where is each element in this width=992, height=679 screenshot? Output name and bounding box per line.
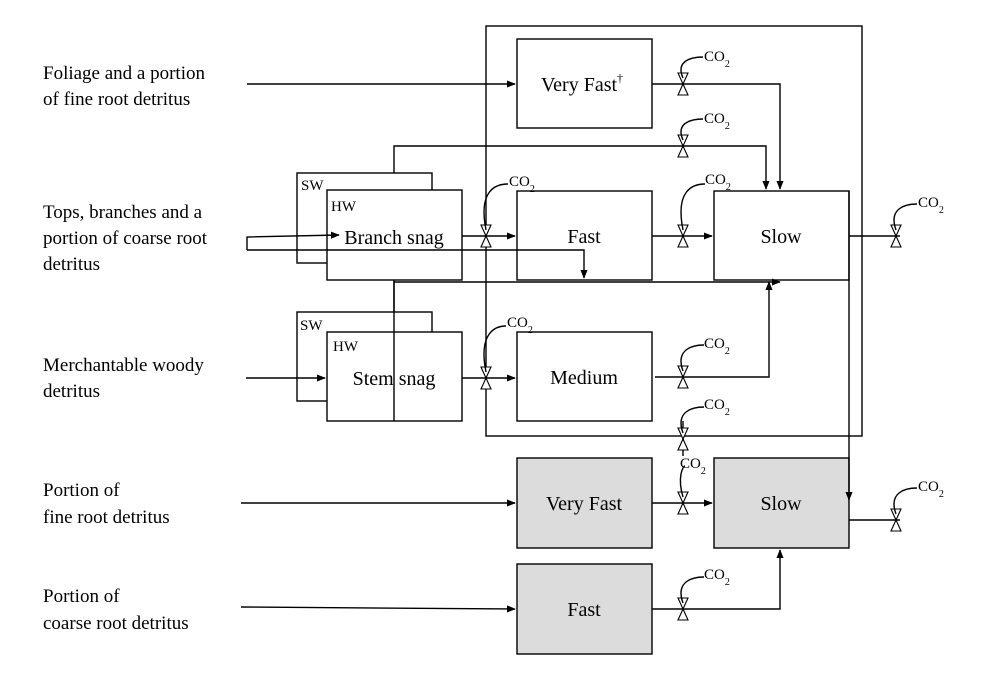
medium-box: [516, 331, 653, 422]
branch-snag-label: Branch snag: [344, 227, 443, 249]
svg-text:CO2: CO2: [704, 111, 730, 132]
branch-snag-hw-box: [326, 189, 463, 281]
arrow-fast-bg-to-slow-bg: [652, 549, 784, 610]
co2-release-slow-bg: CO2: [890, 479, 944, 532]
arrow-tops-to-fast: [247, 249, 588, 279]
fast-bg-label: Fast: [567, 599, 601, 621]
input-label-foliage: Foliage and a portion of fine root detri…: [43, 63, 210, 110]
svg-text:CO2: CO2: [509, 174, 535, 195]
stem-snag-sw-label: SW: [300, 318, 323, 334]
input-label-merchantable: Merchantable woody detritus: [43, 355, 209, 402]
input-label-tops-branches: Tops, branches and a portion of coarse r…: [43, 202, 212, 275]
slow-ag-label: Slow: [760, 226, 802, 248]
arrow-very-fast-to-slow: [652, 83, 784, 190]
svg-text:CO2: CO2: [918, 195, 944, 216]
arrow-stem-snag-to-slow: [393, 278, 781, 312]
co2-release-container-base: CO2: [677, 397, 730, 451]
fast-bg-box: [516, 563, 653, 655]
medium-label: Medium: [550, 367, 618, 389]
fast-ag-label: Fast: [567, 226, 601, 248]
stem-snag-hw-label: HW: [333, 339, 359, 355]
very-fast-bg-box: [516, 457, 653, 549]
very-fast-bg-label: Very Fast: [546, 493, 623, 515]
co2-release-snag-path: CO2: [677, 111, 730, 158]
svg-text:CO2: CO2: [704, 336, 730, 357]
co2-release-very-fast-ag: CO2: [677, 49, 730, 96]
co2-release-fast-ag: CO2: [677, 172, 731, 248]
very-fast-ag-label: Very Fast†: [541, 71, 623, 96]
svg-text:CO2: CO2: [705, 172, 731, 193]
arrow-coarse-root-to-fast-bg: [240, 605, 516, 613]
svg-text:CO2: CO2: [704, 567, 730, 588]
input-label-fine-root: Portion of fine root detritus: [43, 480, 170, 528]
svg-text:CO2: CO2: [704, 397, 730, 418]
co2-release-slow-ag: CO2: [890, 195, 944, 248]
arrow-medium-to-slow: [655, 281, 773, 378]
co2-release-very-fast-bg: CO2: [677, 456, 706, 515]
input-label-coarse-root: Portion of coarse root detritus: [43, 586, 189, 634]
svg-text:CO2: CO2: [680, 456, 706, 477]
svg-text:CO2: CO2: [704, 49, 730, 70]
co2-release-stem-snag: CO2: [480, 315, 533, 390]
arrow-tops-to-branch-snag: [246, 231, 340, 250]
branch-snag-hw-label: HW: [331, 199, 357, 215]
very-fast-ag-box: [516, 38, 653, 129]
slow-bg-box: [713, 457, 850, 549]
svg-text:CO2: CO2: [507, 315, 533, 336]
co2-release-fast-bg: CO2: [677, 567, 730, 621]
co2-release-branch-snag: CO2: [480, 174, 535, 248]
svg-text:CO2: CO2: [918, 479, 944, 500]
arrow-snag-to-slow: [393, 145, 770, 190]
slow-bg-label: Slow: [760, 493, 802, 515]
co2-release-medium: CO2: [677, 336, 730, 389]
branch-snag-sw-label: SW: [301, 178, 324, 194]
